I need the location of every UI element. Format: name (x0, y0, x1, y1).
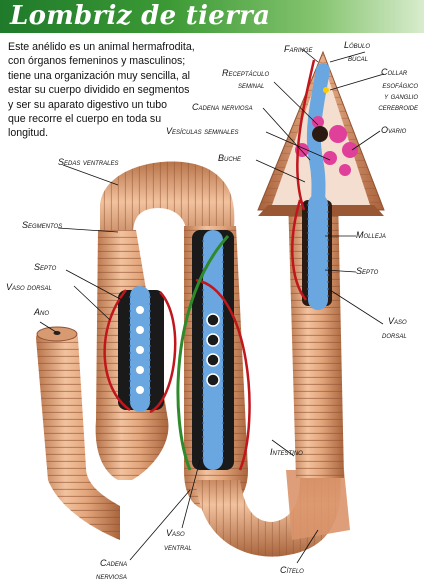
ventral-vessel (176, 234, 230, 471)
label-vesiculas: Vesículas seminales (166, 126, 239, 136)
label-vaso-ventral-2: ventral (164, 542, 192, 552)
label-receptaculo-2: seminal (238, 80, 265, 90)
label-cadena-bottom-1: Cadena (100, 558, 128, 568)
label-vaso-dorsal-right-1: Vaso (388, 316, 407, 326)
label-esofagico-2: y ganglio (384, 91, 418, 101)
seminal-receptacle (312, 126, 328, 142)
label-collar: Collar (381, 67, 408, 77)
title-bar: Lombriz de tierra (0, 0, 424, 33)
label-lobulo-2: bucal (348, 53, 369, 63)
label-septo-left: Septo (34, 262, 57, 272)
label-lobulo-1: Lóbulo (344, 40, 371, 50)
intro-line: que recorre el cuerpo en toda su (8, 113, 162, 126)
intro-line: estar su cuerpo dividido en segmentos (8, 84, 190, 97)
label-esofagico-3: cerebroide (378, 102, 418, 112)
label-leaders (39, 48, 385, 564)
intro-line: con órganos femeninos y masculinos; (8, 55, 186, 68)
label-ovario: Ovario (381, 125, 407, 135)
label-molleja: Molleja (356, 230, 386, 240)
page-title: Lombriz de tierra (10, 1, 271, 31)
typhlosole-middle (206, 313, 220, 387)
worm-tail (36, 326, 120, 540)
cerebral-ganglion (323, 87, 329, 93)
intro-line: Este anélido es un animal hermafrodita, (8, 41, 195, 53)
label-buche: Buche (218, 153, 242, 163)
label-cadena-bottom-2: nerviosa (96, 571, 127, 581)
intro-line: longitud. (8, 127, 49, 140)
label-vaso-dorsal-right-2: dorsal (382, 330, 407, 340)
label-septo-right: Septo (356, 266, 379, 276)
typhlosole (136, 306, 144, 394)
label-cadena-nerviosa-top: Cadena nerviosa (192, 102, 253, 112)
intro-text: Este anélido es un animal hermafrodita, … (8, 40, 200, 141)
pharynx (306, 63, 330, 213)
label-vaso-dorsal-left: Vaso dorsal (6, 282, 52, 292)
label-esofagico-1: esofágico (382, 80, 418, 90)
label-faringe: Faringe (284, 44, 313, 54)
worm-bottom-loop (196, 470, 350, 557)
label-segmentos: Segmentos (22, 220, 63, 230)
dorsal-vessel (103, 59, 316, 471)
label-ano: Ano (34, 307, 50, 317)
label-citelo: Cítelo (280, 565, 304, 575)
label-sedas: Sedas ventrales (58, 157, 119, 167)
intro-line: tiene una organización muy sencilla, al (8, 69, 190, 82)
label-intestino: Intestino (270, 447, 303, 457)
ovary (295, 116, 358, 176)
label-receptaculo-1: Receptáculo (222, 68, 270, 78)
label-vaso-ventral-1: Vaso (166, 528, 185, 538)
intro-line: y ser su aparato digestivo un tubo (8, 98, 168, 111)
